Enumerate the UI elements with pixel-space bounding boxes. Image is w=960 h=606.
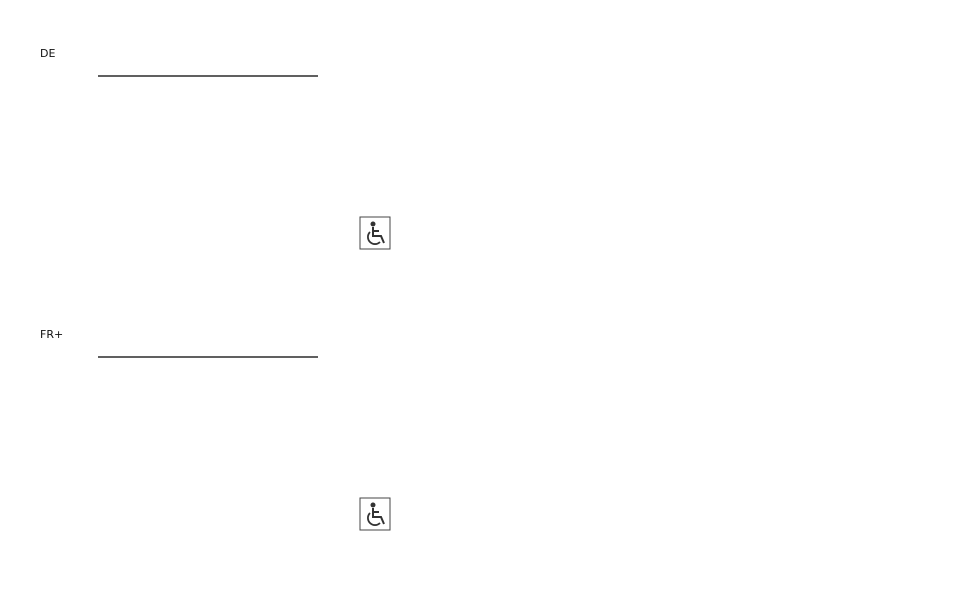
variant-label: DE xyxy=(40,47,55,60)
wheelchair-accessible-icon: 280-350 800 760 645 540 150 xyxy=(359,216,391,250)
wheelchair-accessible-icon: 280-350 850 810 695 590 150 xyxy=(359,497,391,531)
drawing-row: FR+ 80 Ø35 205 550 345 Ø45 xyxy=(40,328,391,531)
drawing-row: DE 80 Ø35 205 550 345 Ø45 xyxy=(40,47,391,250)
variant-label: FR+ xyxy=(40,328,63,341)
